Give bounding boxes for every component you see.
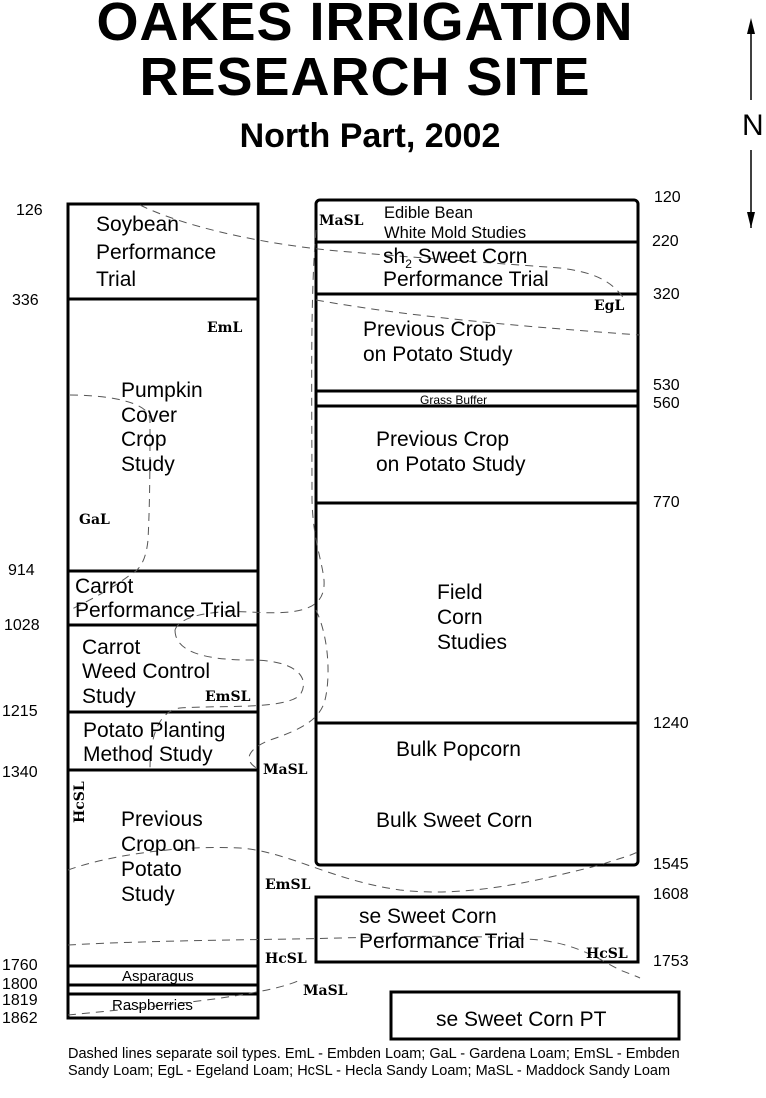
plot-soybean-line3: Trial [96,268,137,291]
plot-pumpkin-line3: Crop [121,428,167,451]
right-distance: 1608 [653,886,689,903]
plot-raspberries: Raspberries [112,997,193,1014]
right-distance: 220 [652,233,679,250]
left-distance: 914 [8,562,35,579]
right-distance: 1545 [653,856,689,873]
plot-pumpkin-line2: Cover [121,404,178,427]
plot-edible-bean-line2: White Mold Studies [384,224,527,242]
plot-pumpkin-line4: Study [121,453,175,476]
soil-label-masl: MaSL [263,762,308,778]
left-distance: 1215 [2,703,38,720]
right-column-outline [314,198,640,867]
right-distance: 120 [654,189,681,206]
plot-pumpkin-line1: Pumpkin [121,379,203,402]
se-sweet-corn-trial-box [314,895,640,964]
plot-soybean-line1: Soybean [96,213,179,236]
sh2-prefix: sh [383,245,406,268]
left-column-plots [66,202,260,1020]
right-distance: 1753 [653,953,689,970]
north-label: N [742,109,764,142]
plot-potato-planting-line2: Method Study [83,743,213,766]
right-column-plots [314,198,681,1041]
plot-prev-crop-right2-line2: on Potato Study [376,453,526,476]
soil-label-egl: EgL [594,298,625,314]
soil-label-hcsl: HcSL [586,946,628,962]
plot-field-corn-line3: Studies [437,631,508,654]
left-distance: 336 [12,292,39,309]
plot-se-sweet-corn-line1: se Sweet Corn [359,905,497,928]
soil-label-emsl: EmSL [205,689,251,705]
left-distance: 1800 [2,976,38,993]
plot-prev-crop-left-line1: Previous [121,808,203,831]
plot-se-sweet-corn-line2: Performance Trial [359,930,525,953]
soil-label-hcsl: HcSL [265,951,307,967]
se-sweet-corn-pt-box [389,990,681,1041]
soil-label-gal: GaL [79,512,110,528]
plot-bulk-sweet-corn: Bulk Sweet Corn [376,809,533,832]
sh2-subscript: 2 [405,257,412,272]
plot-carrot-weed-line1: Carrot [82,636,141,659]
plot-prev-crop-right1-line2: on Potato Study [363,343,513,366]
plot-prev-crop-right1-line1: Previous Crop [363,318,497,341]
plot-asparagus: Asparagus [122,968,194,985]
plot-carrot-weed-line3: Study [82,685,136,708]
soil-label-masl: MaSL [319,213,364,229]
soil-boundaries [67,204,641,1016]
soil-label-emsl: EmSL [265,877,311,893]
plot-carrot-perf-line2: Performance Trial [75,599,241,622]
left-distance: 1862 [2,1010,38,1027]
right-distance: 530 [653,377,680,394]
map-subtitle: North Part, 2002 [239,117,501,155]
plot-soybean-line2: Performance [96,241,217,264]
map-title-line2: RESEARCH SITE [139,47,591,107]
plot-prev-crop-left-line4: Study [121,883,175,906]
soil-legend-footnote: Dashed lines separate soil types. EmL - … [68,1046,680,1079]
left-distance: 1340 [2,764,38,781]
plot-bulk-popcorn: Bulk Popcorn [396,738,521,761]
north-arrow-icon [747,18,755,228]
plot-field-corn-line1: Field [437,581,483,604]
plot-prev-crop-left-line3: Potato [121,858,182,881]
soil-label-masl: MaSL [303,983,348,999]
right-distance: 1240 [653,715,689,732]
plot-grass-buffer: Grass Buffer [420,393,488,407]
left-distance: 1028 [4,617,40,634]
right-distance: 560 [653,395,680,412]
plot-field-corn-line2: Corn [437,606,483,629]
left-distance: 126 [16,202,43,219]
plot-sh2-sweet-corn-line2: Performance Trial [383,268,549,291]
left-distance: 1819 [2,992,38,1009]
left-column-outline [66,202,260,1020]
plot-carrot-weed-line2: Weed Control [82,660,211,683]
right-distance: 320 [653,286,680,303]
plot-potato-planting-line1: Potato Planting [83,719,226,742]
plot-prev-crop-right2-line1: Previous Crop [376,428,510,451]
right-distance: 770 [653,494,680,511]
sh2-rest: Sweet Corn [411,245,528,268]
soil-label-hcsl-rotated: HcSL [72,781,88,823]
map-title-line1: OAKES IRRIGATION [96,0,634,52]
plot-se-sweet-corn-pt: se Sweet Corn PT [436,1008,607,1031]
left-distance: 1760 [2,957,38,974]
plot-carrot-perf-line1: Carrot [75,575,134,598]
plot-prev-crop-left-line2: Crop on [121,833,196,856]
soil-label-eml: EmL [207,320,243,336]
plot-edible-bean-line1: Edible Bean [384,204,473,222]
plot-sh2-sweet-corn-line1: sh2 Sweet Corn [383,244,527,277]
